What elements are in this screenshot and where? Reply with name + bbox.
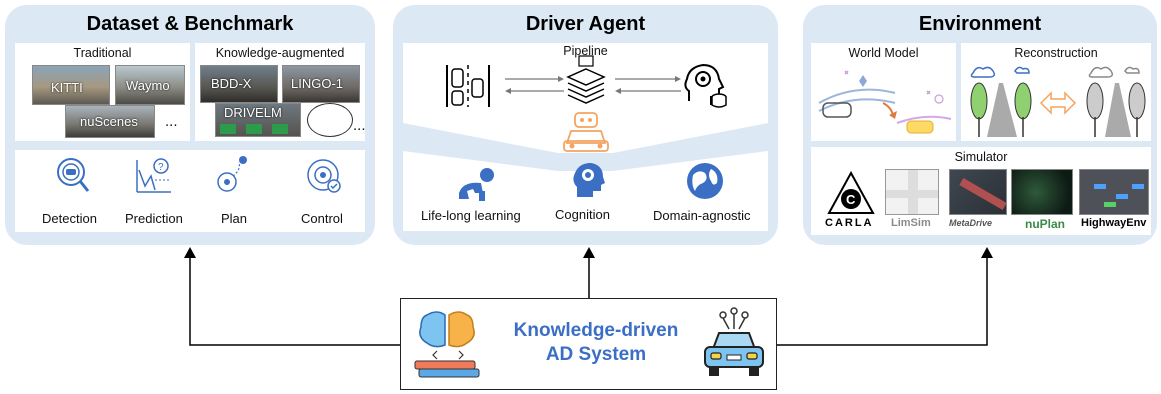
nuscenes-label: nuScenes bbox=[80, 114, 138, 129]
task-control-label: Control bbox=[301, 211, 343, 226]
nuscenes-thumbnail: nuScenes bbox=[65, 105, 155, 138]
speech-bubble-icon bbox=[307, 103, 353, 137]
reconstruction-box: Reconstruction bbox=[961, 43, 1151, 141]
traditional-label: Traditional bbox=[73, 46, 132, 60]
globe-icon bbox=[687, 163, 723, 199]
nuplan-thumbnail bbox=[1011, 169, 1073, 215]
layers-icon bbox=[566, 55, 606, 104]
sim-carla-label: CARLA bbox=[825, 217, 874, 229]
world-model-scene bbox=[818, 70, 952, 134]
task-prediction-label: Prediction bbox=[125, 211, 183, 226]
robot-car-icon bbox=[563, 112, 609, 152]
plan-icon bbox=[217, 156, 247, 192]
system-title-line2: AD System bbox=[545, 344, 647, 365]
waymo-label: Waymo bbox=[126, 78, 170, 93]
lingo-thumbnail: LINGO-1 bbox=[282, 65, 360, 103]
capability-domain-label: Domain-agnostic bbox=[653, 208, 751, 223]
tasks-box: ? Detection Prediction Plan Control bbox=[15, 150, 365, 232]
simulator-label: Simulator bbox=[954, 150, 1008, 164]
highwayenv-thumbnail bbox=[1079, 169, 1149, 215]
traditional-box: Traditional KITTI Waymo nuScenes ... bbox=[15, 43, 190, 141]
kitti-label: KITTI bbox=[51, 80, 83, 95]
sim-metadrive-label: MetaDrive bbox=[949, 218, 993, 228]
sim-nuplan-label: nuPlan bbox=[1025, 217, 1066, 231]
lingo-label: LINGO-1 bbox=[291, 76, 344, 91]
control-icon bbox=[307, 159, 341, 193]
driver-agent-panel: Driver Agent Pipeline bbox=[393, 5, 778, 245]
knowledge-driven-system-box: Knowledge-driven AD System bbox=[400, 298, 777, 390]
driver-agent-title: Driver Agent bbox=[525, 13, 646, 35]
brain-head-icon bbox=[573, 163, 605, 197]
carla-logo-icon: C bbox=[827, 171, 875, 214]
svg-text:C: C bbox=[846, 192, 856, 207]
system-title-line1: Knowledge-driven bbox=[513, 320, 679, 341]
detection-icon bbox=[57, 158, 90, 192]
prediction-icon: ? bbox=[136, 158, 171, 193]
capability-cognition-label: Cognition bbox=[555, 207, 610, 222]
environment-title: Environment bbox=[918, 13, 1042, 35]
world-model-label: World Model bbox=[848, 46, 919, 60]
limsim-thumbnail bbox=[885, 169, 939, 215]
environment-panel: Environment World Model Reconstruction bbox=[803, 5, 1157, 245]
reconstruction-scene bbox=[970, 66, 1146, 137]
road-cars-icon bbox=[446, 65, 490, 107]
knowledge-more: ... bbox=[353, 117, 366, 134]
svg-text:?: ? bbox=[158, 162, 164, 173]
traditional-more: ... bbox=[165, 113, 178, 130]
capability-lifelong-label: Life-long learning bbox=[421, 208, 521, 223]
dataset-benchmark-panel: Dataset & Benchmark Traditional KITTI Wa… bbox=[5, 5, 375, 245]
drivelm-label: DRIVELM bbox=[224, 105, 282, 120]
sim-highwayenv-label: HighwayEnv bbox=[1081, 217, 1147, 229]
kitti-thumbnail: KITTI bbox=[32, 65, 110, 105]
smart-car-icon bbox=[704, 307, 764, 376]
brain-books-icon bbox=[414, 311, 480, 378]
bddx-label: BDD-X bbox=[211, 76, 252, 91]
waymo-thumbnail: Waymo bbox=[115, 65, 185, 105]
reconstruction-label: Reconstruction bbox=[1014, 46, 1098, 60]
drivelm-thumbnail: DRIVELM bbox=[215, 103, 301, 137]
ai-head-icon bbox=[684, 63, 727, 108]
drivelm-icons bbox=[220, 124, 288, 134]
knowledge-augmented-box: Knowledge-augmented BDD-X LINGO-1 DRIVEL… bbox=[195, 43, 366, 141]
world-model-box: World Model bbox=[811, 43, 956, 141]
pipeline-arrows bbox=[505, 76, 681, 94]
task-detection-label: Detection bbox=[42, 211, 97, 226]
metadrive-thumbnail bbox=[949, 169, 1007, 215]
knowledge-augmented-label: Knowledge-augmented bbox=[215, 46, 345, 60]
task-plan-label: Plan bbox=[221, 211, 248, 226]
sim-limsim-label: LimSim bbox=[891, 217, 931, 229]
dataset-benchmark-title: Dataset & Benchmark bbox=[86, 13, 294, 35]
simulator-box: Simulator C CARLA LimSim MetaDrive nuPla… bbox=[811, 147, 1151, 235]
bddx-thumbnail: BDD-X bbox=[200, 65, 278, 103]
pipeline-label: Pipeline bbox=[563, 44, 608, 58]
crawling-baby-icon bbox=[459, 168, 494, 201]
